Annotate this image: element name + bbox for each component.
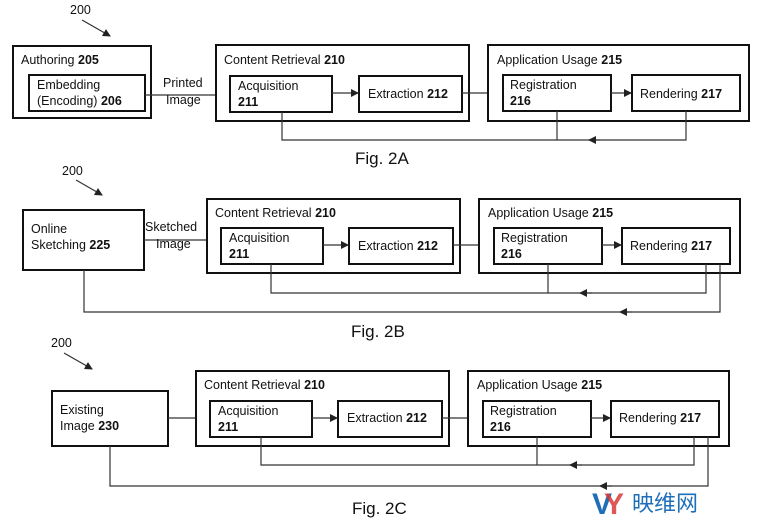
sketched-label: Sketched (145, 220, 197, 234)
sketched-image-label: Image (156, 237, 191, 251)
registration-box-b (493, 227, 603, 265)
fig-2b-caption: Fig. 2B (351, 322, 405, 341)
ref-label-a: 200 (70, 3, 91, 17)
extraction-label: Extraction 212 (368, 87, 448, 101)
registration-label-b: Registration (501, 231, 568, 245)
watermark-logo: V Y 映维网 (592, 488, 698, 521)
registration-box-c (482, 400, 592, 438)
rendering-label-b: Rendering 217 (630, 239, 712, 253)
ref-arrow-a (81, 19, 111, 37)
application-usage-label-b: Application Usage 215 (488, 206, 613, 220)
acquisition-num: 211 (238, 95, 258, 109)
online-label: Online (31, 222, 67, 236)
rendering-box (631, 74, 741, 112)
registration-label-c: Registration (490, 404, 557, 418)
acquisition-label-c: Acquisition (218, 404, 278, 418)
sketching-label: Sketching 225 (31, 238, 110, 252)
acquisition-box-b (220, 227, 324, 265)
registration-num: 216 (510, 94, 531, 108)
rendering-label-c: Rendering 217 (619, 411, 701, 425)
authoring-label: Authoring 205 (21, 53, 99, 67)
registration-num-c: 216 (490, 420, 511, 434)
feedback-line-a (281, 111, 687, 141)
registration-label: Registration (510, 78, 577, 92)
ref-arrow-c (63, 352, 93, 370)
watermark-logo-mark-v: V (592, 488, 612, 521)
acquisition-label: Acquisition (238, 79, 298, 93)
printed-label: Printed (163, 76, 203, 90)
fig-2b: 200 Online Sketching 225 Sketched Image … (22, 164, 741, 341)
existing-image-box (51, 390, 169, 447)
content-retrieval-label-b: Content Retrieval 210 (215, 206, 336, 220)
registration-num-b: 216 (501, 247, 522, 261)
extraction-label-b: Extraction 212 (358, 239, 438, 253)
acquisition-num-b: 211 (229, 247, 249, 261)
feedback-line-b-outer (83, 264, 721, 313)
watermark-logo-mark-r: Y (604, 488, 624, 521)
acquisition-label-b: Acquisition (229, 231, 289, 245)
embedding-box (28, 74, 146, 112)
feedback-line-c-outer (109, 437, 709, 487)
fig-2c: 200 Existing Image 230 Content Retrieval… (51, 336, 730, 518)
image-label: Image (166, 93, 201, 107)
embedding-label-2: (Encoding) 206 (37, 94, 122, 108)
acquisition-box (229, 75, 333, 113)
content-retrieval-label-c: Content Retrieval 210 (204, 378, 325, 392)
extraction-box-c (337, 400, 443, 438)
embedding-label-1: Embedding (37, 78, 100, 92)
ref-label-b: 200 (62, 164, 83, 178)
content-retrieval-label: Content Retrieval 210 (224, 53, 345, 67)
acquisition-num-c: 211 (218, 420, 238, 434)
ref-arrow-b (75, 179, 103, 196)
fig-2a-caption: Fig. 2A (355, 149, 410, 168)
application-usage-label-c: Application Usage 215 (477, 378, 602, 392)
rendering-label: Rendering 217 (640, 87, 722, 101)
existing-label: Existing (60, 403, 104, 417)
rendering-box-b (621, 227, 731, 265)
rendering-box-c (610, 400, 720, 438)
feedback-line-c-inner (260, 437, 695, 466)
application-usage-label: Application Usage 215 (497, 53, 622, 67)
extraction-box (358, 75, 463, 113)
existing-image-label: Image 230 (60, 419, 119, 433)
extraction-box-b (348, 227, 454, 265)
feedback-line-b-inner (270, 264, 707, 294)
ref-label-c: 200 (51, 336, 72, 350)
watermark-text: 映维网 (632, 492, 698, 517)
fig-2a: 200 Authoring 205 Embedding (Encoding) 2… (12, 3, 750, 168)
fig-2c-caption: Fig. 2C (352, 499, 407, 518)
extraction-label-c: Extraction 212 (347, 411, 427, 425)
